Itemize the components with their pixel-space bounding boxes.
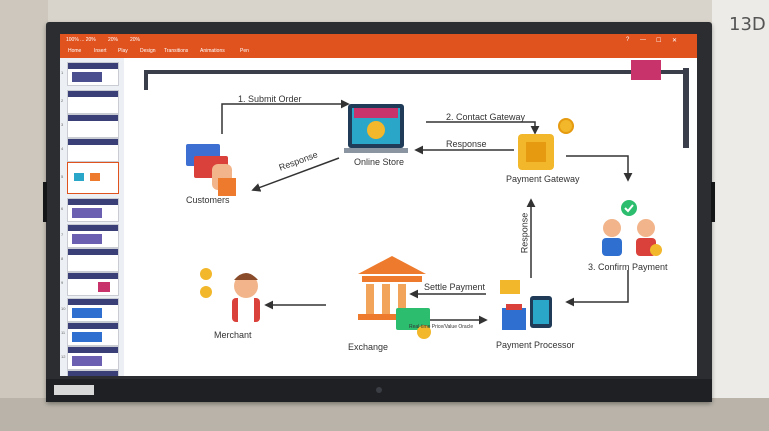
tab-design[interactable]: Design bbox=[140, 48, 156, 54]
label-settle-payment: Settle Payment bbox=[424, 282, 486, 292]
tab-pen[interactable]: Pen bbox=[240, 48, 249, 54]
tv-power-led bbox=[376, 387, 382, 393]
ribbon: 100% ... 20% 20% 20% Home Insert Play De… bbox=[60, 34, 697, 58]
tab-home[interactable]: Home bbox=[68, 48, 82, 54]
slide-number: 2 bbox=[61, 98, 64, 103]
tab-insert[interactable]: Insert bbox=[94, 48, 107, 54]
tab-play[interactable]: Play bbox=[118, 48, 128, 54]
payment-gateway-icon bbox=[518, 118, 574, 170]
maximize-icon[interactable]: ☐ bbox=[656, 38, 662, 44]
slide-thumbnail[interactable] bbox=[67, 346, 119, 370]
minimize-icon[interactable]: — bbox=[640, 37, 646, 43]
slide-number: 4 bbox=[61, 146, 64, 151]
slide-thumbnail[interactable] bbox=[67, 370, 119, 376]
slide-number: 10 bbox=[61, 306, 66, 311]
arrow-confirm bbox=[566, 155, 633, 182]
slide-number: 11 bbox=[61, 330, 66, 335]
pink-block bbox=[631, 60, 661, 80]
label-response-processor: Response bbox=[519, 212, 530, 254]
arrow-confirm-return bbox=[565, 270, 629, 307]
exchange-icon bbox=[358, 256, 431, 339]
tv-sticker bbox=[54, 385, 94, 395]
node-customers: Customers bbox=[186, 195, 230, 205]
quick-access-2[interactable]: 20% bbox=[108, 37, 119, 43]
label-submit-order: 1. Submit Order bbox=[238, 94, 302, 104]
slide-thumbnail[interactable] bbox=[67, 322, 119, 346]
desk bbox=[0, 398, 769, 431]
label-oracle: Real-time Price/Value Oracle bbox=[409, 324, 474, 330]
label-response-gateway: Response bbox=[446, 139, 487, 149]
slide-thumbnail[interactable] bbox=[67, 90, 119, 114]
slide-number: 5 bbox=[61, 174, 64, 179]
arrow-response-customer bbox=[251, 157, 340, 192]
tv-bottom-bezel bbox=[46, 379, 712, 402]
slide-number: 3 bbox=[61, 122, 64, 127]
help-icon[interactable]: ? bbox=[626, 37, 630, 43]
slide-number: 8 bbox=[61, 256, 64, 261]
tv-left-handle bbox=[43, 182, 47, 222]
node-payment-gateway: Payment Gateway bbox=[506, 174, 580, 184]
slide-thumbnail[interactable] bbox=[67, 248, 119, 272]
wall-right bbox=[712, 0, 769, 431]
screen: 100% ... 20% 20% 20% Home Insert Play De… bbox=[60, 34, 697, 376]
wall-marker-text: 13D bbox=[729, 14, 766, 35]
slide-canvas[interactable]: 1. Submit Order 2. Contact Gateway Respo… bbox=[126, 60, 697, 376]
slide-number: 12 bbox=[61, 354, 66, 359]
node-merchant: Merchant bbox=[214, 330, 252, 340]
tv-frame: 100% ... 20% 20% 20% Home Insert Play De… bbox=[43, 22, 715, 402]
label-contact-gateway: 2. Contact Gateway bbox=[446, 112, 526, 122]
online-store-icon bbox=[344, 104, 408, 153]
slide-thumbnail[interactable] bbox=[67, 298, 119, 322]
node-online-store: Online Store bbox=[354, 157, 405, 167]
slide-thumbnail[interactable] bbox=[67, 138, 119, 162]
slide-thumbnail[interactable] bbox=[67, 62, 119, 86]
slide-thumbnail[interactable] bbox=[67, 198, 119, 222]
node-confirm-payment: 3. Confirm Payment bbox=[588, 262, 668, 272]
tv-right-handle bbox=[711, 182, 715, 222]
tab-animations[interactable]: Animations bbox=[200, 48, 225, 54]
frame-bar-right bbox=[683, 68, 689, 148]
quick-access-3[interactable]: 20% bbox=[130, 37, 141, 43]
node-exchange: Exchange bbox=[348, 342, 389, 352]
tab-transitions[interactable]: Transitions bbox=[164, 48, 189, 54]
quick-access-1[interactable]: 100% ... 20% bbox=[66, 37, 96, 43]
confirm-payment-icon bbox=[602, 200, 662, 256]
arrow-contact-gateway bbox=[426, 121, 540, 135]
slide-number: 7 bbox=[61, 232, 64, 237]
slide-thumbnail-selected[interactable] bbox=[67, 162, 119, 194]
slide-number: 9 bbox=[61, 280, 64, 285]
customers-icon bbox=[186, 144, 236, 196]
payment-processor-icon bbox=[500, 280, 552, 330]
wall-left bbox=[0, 0, 48, 431]
merchant-icon bbox=[200, 268, 260, 322]
diagram-svg bbox=[144, 60, 689, 339]
slide-thumbnail[interactable] bbox=[67, 114, 119, 138]
slide-thumbnails-panel: 1 2 3 4 5 6 7 8 9 10 11 12 bbox=[60, 58, 124, 376]
frame-bar bbox=[144, 70, 688, 90]
slide-number: 6 bbox=[61, 206, 64, 211]
slide-thumbnail[interactable] bbox=[67, 224, 119, 248]
slide-thumbnail[interactable] bbox=[67, 272, 119, 296]
slide-number: 1 bbox=[61, 70, 64, 75]
arrow-submit-order bbox=[221, 99, 350, 134]
node-payment-processor: Payment Processor bbox=[496, 340, 575, 350]
close-icon[interactable]: ✕ bbox=[672, 38, 678, 44]
